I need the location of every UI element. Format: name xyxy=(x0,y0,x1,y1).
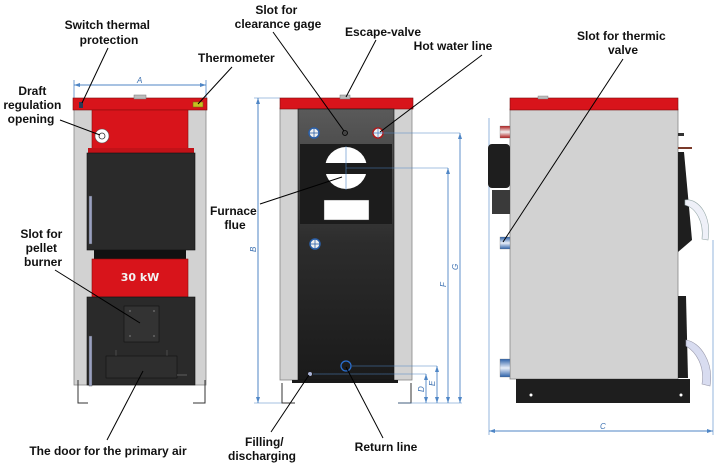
dimension-label-b: B xyxy=(249,246,258,252)
label-primary-air-door: The door for the primary air xyxy=(29,444,187,458)
label-thermometer: Thermometer xyxy=(198,51,275,65)
rear-view: B xyxy=(210,3,493,463)
leader-furnace-flue xyxy=(259,176,343,205)
leader-pellet xyxy=(54,269,141,324)
dimension-a: A xyxy=(73,76,207,98)
side-base xyxy=(516,379,690,403)
side-view: C Slot for thermic valve xyxy=(488,29,714,435)
dimension-label-d: D xyxy=(417,386,426,392)
draft-regulation-opening xyxy=(94,128,110,144)
dimension-label-c: C xyxy=(600,422,606,431)
leader-escape-valve xyxy=(345,39,377,98)
label-draft-regulation: Draft regulation opening xyxy=(3,84,64,126)
leader-switch xyxy=(81,47,109,104)
label-return-line: Return line xyxy=(355,440,418,454)
label-filling-discharging: Filling/ discharging xyxy=(228,435,296,463)
label-escape-valve: Escape-valve xyxy=(345,25,421,39)
rear-top-lid xyxy=(279,97,414,110)
label-thermic-valve: Slot for thermic valve xyxy=(577,29,669,57)
rear-right-leg xyxy=(398,383,412,404)
upper-door-handle xyxy=(684,199,710,241)
dimensions-d-e-f-g: D E F G xyxy=(313,132,462,404)
label-clearance-gage: Slot for clearance gage xyxy=(235,3,322,31)
power-panel xyxy=(91,258,189,298)
thermometer xyxy=(192,101,204,108)
escape-valve-cap xyxy=(133,94,147,100)
leader-primary-air xyxy=(106,370,144,441)
leader-clearance-gage xyxy=(272,31,345,132)
dimension-label-a: A xyxy=(136,76,142,85)
loading-door xyxy=(86,152,196,251)
primary-air-door xyxy=(105,355,178,379)
leader-thermometer xyxy=(197,66,233,105)
dimension-label-f: F xyxy=(439,281,448,287)
side-casing xyxy=(509,108,679,380)
clearance-gage-slot xyxy=(342,130,348,136)
front-view: A 30 kW xyxy=(3,18,275,458)
label-switch-thermal-protection: Switch thermal protection xyxy=(65,18,154,47)
top-lid xyxy=(72,97,208,111)
lower-door-handle xyxy=(685,339,711,387)
right-leg xyxy=(193,380,206,404)
side-hot-water-pipe xyxy=(499,125,511,139)
label-pellet-burner: Slot for pellet burner xyxy=(20,227,65,269)
dimension-label-e: E xyxy=(428,380,437,386)
side-flue xyxy=(488,144,510,188)
escape-valve xyxy=(339,94,351,100)
label-furnace-flue: Furnace flue xyxy=(210,204,260,232)
flue-cleaning-opening xyxy=(323,199,370,221)
upper-red-panel xyxy=(91,109,189,151)
side-lower-door xyxy=(678,296,688,378)
power-rating: 30 kW xyxy=(121,271,160,284)
left-leg xyxy=(77,380,88,404)
leader-hot-water-line xyxy=(379,54,483,133)
leader-filling-discharging xyxy=(270,374,310,433)
label-hot-water-line: Hot water line xyxy=(414,39,493,53)
thermal-switch xyxy=(79,102,83,108)
return-line-port xyxy=(340,360,352,372)
side-return-pipe xyxy=(499,358,511,378)
leader-return-line xyxy=(345,366,384,439)
rear-left-leg xyxy=(281,383,295,404)
leader-thermic-valve xyxy=(502,58,624,243)
thermic-valve-slot xyxy=(499,236,511,250)
dimension-label-g: G xyxy=(451,264,460,270)
door-hinge xyxy=(88,195,93,245)
leader-draft xyxy=(59,119,101,136)
